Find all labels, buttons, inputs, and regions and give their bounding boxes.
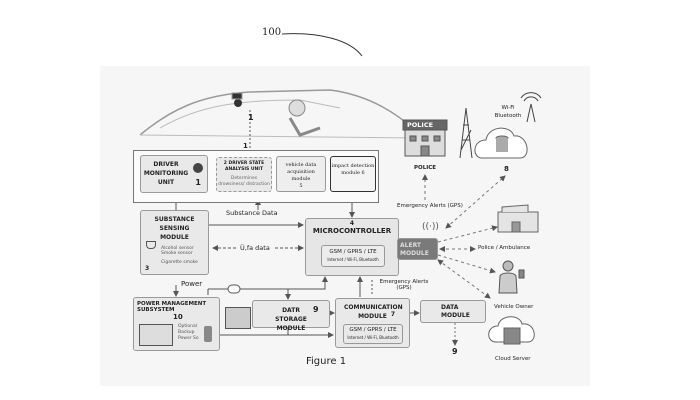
wireless-label: Wi-Fi Bluetooth	[494, 105, 522, 119]
backup-battery-icon	[204, 326, 212, 342]
driver-state-analysis-unit: 2 DRIVER STATE ANALYSIS UNIT Determines …	[216, 157, 272, 192]
driver-monitoring-title: DRIVER MONITORING UNIT	[143, 161, 189, 186]
alert-module: ALERT MODULE	[397, 238, 438, 260]
car-camera-number: 1	[248, 113, 254, 122]
communication-gsm: GSM / GPRS / LTE	[349, 327, 397, 333]
driver-monitoring-number: 1	[195, 178, 201, 187]
ref-leader-line	[281, 33, 363, 57]
data-link-label: Ü,fa data	[240, 244, 270, 252]
impact-detection-title: impact detection module 6	[331, 163, 375, 176]
vehicle-data-number: 5	[299, 183, 303, 189]
communication-gsm-sub: Internet / Wi-Fi, Bluetooth	[347, 335, 399, 340]
data-storage-title: DATR STORAGE MODULE	[275, 307, 307, 332]
microcontroller-title: MICROCONTROLLER	[312, 227, 392, 235]
substance-number: 3	[145, 265, 150, 272]
police-label: POLICE	[414, 165, 437, 171]
power-management-subsystem: POWER MANAGEMENT SUBSYSTEM 10 Optional B…	[133, 297, 220, 351]
communication-gsm-box: GSM / GPRS / LTE Internet / Wi-Fi, Bluet…	[343, 324, 403, 344]
microcontroller-number: 4	[349, 220, 355, 227]
police-sign: POLICE	[407, 121, 434, 129]
cloud-server-label: Cloud Server	[495, 356, 531, 362]
police-station-icon	[402, 119, 448, 157]
data-module: DATA MODULE	[420, 300, 486, 323]
alert-antenna-icon: ((·))	[422, 222, 439, 232]
hospital-building-icon	[497, 204, 539, 233]
alcohol-sensor-icon	[146, 241, 156, 249]
communication-number: 7	[390, 311, 395, 318]
driver-state-number: 2	[223, 161, 227, 166]
power-management-number: 10	[173, 313, 183, 321]
microcontroller-gsm: GSM / GPRS / LTE	[329, 249, 377, 255]
substance-sensing-module: SUBSTANCE SENSING MODULE Alcohol sensor …	[140, 210, 209, 275]
vehicle-owner-person-icon	[498, 260, 525, 294]
impact-detection-module: impact detection module 6	[330, 156, 376, 192]
power-label: Power	[181, 280, 203, 288]
power-management-title: POWER MANAGEMENT SUBSYSTEM	[137, 301, 207, 313]
communication-module: COMMUNICATION MODULE 7 GSM / GPRS / LTE …	[335, 298, 410, 348]
car-illustration	[139, 89, 421, 139]
alert-module-title: ALERT MODULE	[400, 242, 429, 257]
substance-data-label: Substance Data	[226, 209, 278, 217]
data-module-output-number: 9	[452, 347, 458, 356]
communication-title: COMMUNICATION MODULE	[344, 304, 403, 320]
storage-battery-icon	[225, 307, 251, 329]
cloud-database-icon	[474, 127, 528, 159]
vehicle-data-title: vehicle data acquisition module	[285, 162, 317, 182]
cigarette-smoke-label: Cigarette smoke	[161, 260, 198, 265]
substance-title: SUBSTANCE SENSING MODULE	[154, 216, 195, 241]
police-ambulance-label: Police / Ambulance	[478, 245, 531, 251]
cell-tower-icon	[459, 107, 473, 159]
emergency-alerts-upper: Emergency Alerts (GPS)	[397, 203, 463, 209]
driver-state-subtitle: Determines drowsiness/ distraction	[218, 176, 270, 187]
wireless-number: 8	[504, 165, 509, 173]
vehicle-owner-label: Vehicle Owner	[494, 304, 534, 310]
microcontroller-gsm-box: GSM / GPRS / LTE Internet / Wi-Fi, Bluet…	[321, 245, 385, 267]
reference-numeral: 100	[262, 27, 282, 38]
vehicle-data-acquisition-module: vehicle data acquisition module 5	[276, 156, 326, 192]
data-module-title: DATA MODULE	[441, 304, 470, 319]
microcontroller-gsm-sub: Internet / Wi-Fi, Bluetooth	[327, 257, 379, 262]
cloud-server-icon	[488, 316, 535, 345]
figure-caption: Figure 1	[306, 356, 347, 367]
driver-state-title: DRIVER STATE ANALYSIS UNIT	[224, 161, 265, 172]
backup-power-label: Optional Backup Power So	[178, 324, 199, 341]
data-storage-module: DATR STORAGE MODULE 9	[252, 300, 330, 332]
data-storage-number: 9	[313, 305, 319, 314]
battery-icon	[139, 324, 173, 346]
camera-icon	[193, 163, 203, 173]
connector-number: 1	[243, 142, 248, 150]
driver-monitoring-unit: DRIVER MONITORING UNIT 1	[140, 155, 208, 193]
substance-sensors: Alcohol sensor Smoke sensor	[161, 246, 194, 256]
microcontroller: 4 MICROCONTROLLER GSM / GPRS / LTE Inter…	[305, 218, 399, 276]
wifi-tower-icon	[520, 92, 542, 123]
emergency-alerts-lower: Emergency Alerts (GPS)	[379, 279, 429, 291]
